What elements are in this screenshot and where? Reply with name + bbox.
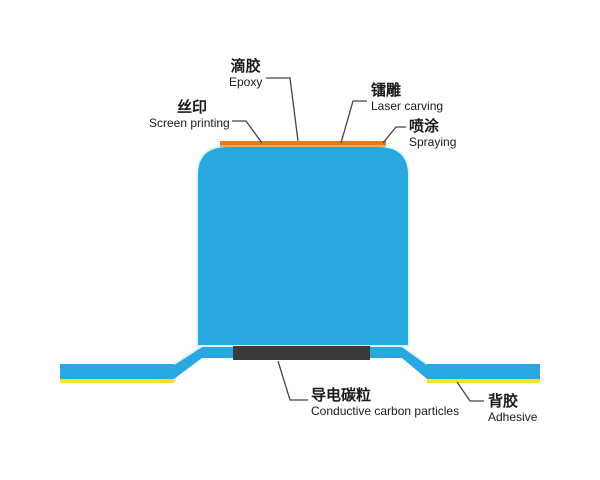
left-flange — [60, 364, 174, 379]
key-body — [196, 145, 410, 347]
right-adhesive-strip — [427, 379, 540, 383]
label-laser-carving: 镭雕 Laser carving — [371, 81, 443, 113]
leader-screen-printing — [232, 120, 263, 144]
label-screen-printing: 丝印 Screen printing — [149, 98, 230, 130]
label-spraying: 喷涂 Spraying — [409, 117, 456, 149]
left-adhesive-strip — [60, 379, 174, 383]
web-edge-left — [173, 345, 203, 365]
top-layer-orange — [220, 141, 386, 145]
leader-carbon — [277, 360, 308, 401]
carbon-pill — [233, 346, 370, 360]
label-carbon: 导电碳粒 Conductive carbon particles — [311, 386, 459, 418]
label-epoxy-en: Epoxy — [229, 75, 263, 89]
label-screen-printing-en: Screen printing — [149, 116, 230, 130]
leader-epoxy — [266, 77, 299, 142]
right-flange — [427, 364, 540, 379]
label-carbon-en: Conductive carbon particles — [311, 404, 460, 418]
leader-lines — [232, 77, 484, 402]
web-edge-right — [401, 345, 428, 365]
top-layer-tan — [220, 145, 386, 147]
leader-laser-carving — [340, 100, 367, 144]
leader-spraying — [382, 126, 406, 144]
label-adhesive-zh: 背胶 — [488, 392, 519, 410]
label-laser-carving-en: Laser carving — [371, 99, 444, 113]
label-spraying-zh: 喷涂 — [409, 117, 440, 135]
label-carbon-zh: 导电碳粒 — [311, 386, 372, 404]
label-adhesive: 背胶 Adhesive — [488, 392, 537, 424]
label-epoxy-zh: 滴胶 — [230, 57, 261, 75]
label-adhesive-en: Adhesive — [488, 410, 538, 424]
label-spraying-en: Spraying — [409, 135, 457, 149]
label-epoxy: 滴胶 Epoxy — [229, 57, 262, 89]
label-screen-printing-zh: 丝印 — [176, 98, 207, 116]
label-laser-carving-zh: 镭雕 — [371, 81, 402, 99]
leader-adhesive — [456, 381, 484, 402]
